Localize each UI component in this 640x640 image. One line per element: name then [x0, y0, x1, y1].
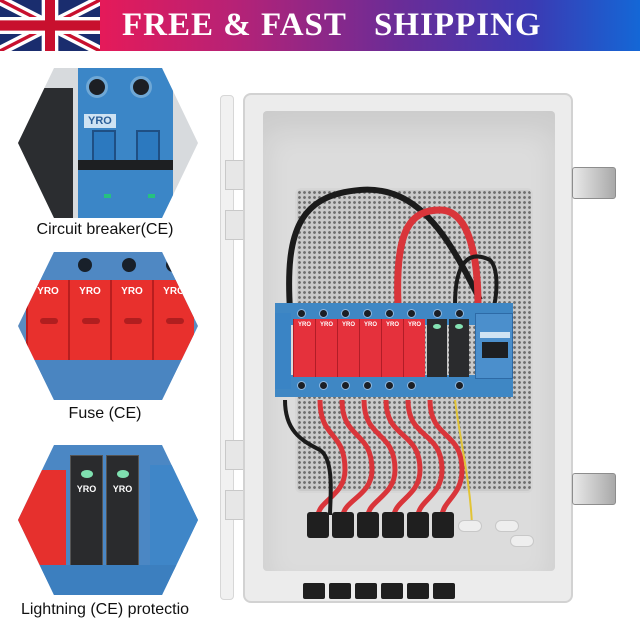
fuse-module: YRO [337, 319, 359, 377]
screw-icon [78, 258, 92, 272]
screw-icon [455, 309, 464, 318]
screw-icon [122, 258, 136, 272]
fuse-module: YRO [110, 280, 152, 360]
screw-icon [319, 309, 328, 318]
screw-icon [363, 309, 372, 318]
surge-protector-module [449, 319, 469, 377]
hinge [225, 440, 245, 470]
cable-gland [307, 512, 329, 538]
feature-label-fuse: Fuse (CE) [68, 405, 142, 422]
feature-label-lightning: Lightning (CE) protectio [20, 601, 190, 618]
surge-protector-module [427, 319, 447, 377]
cable-gland [432, 512, 454, 538]
breaker-lever [136, 130, 160, 162]
breaker-band [78, 160, 173, 170]
latch-icon [572, 473, 616, 505]
screw-icon [297, 309, 306, 318]
fuse-base-top [18, 252, 198, 282]
breaker-partial [150, 465, 198, 570]
cable-gland [357, 512, 379, 538]
din-base [18, 565, 198, 595]
fuse-base-bottom [18, 360, 198, 400]
feature-label-circuit-breaker: Circuit breaker(CE) [36, 221, 174, 238]
knockout-cap [458, 520, 482, 532]
screw-icon [363, 381, 372, 390]
banner-gradient: FREE & FAST SHIPPING [100, 0, 640, 51]
screw-icon [385, 381, 394, 390]
cable-gland [407, 512, 429, 538]
banner-text: FREE & FAST SHIPPING [122, 7, 542, 43]
surge-protector-module: YRO [106, 455, 139, 570]
fuse-module: YRO [381, 319, 403, 377]
knockout-cap [510, 535, 534, 547]
screw-icon [341, 309, 350, 318]
screw-icon [297, 381, 306, 390]
fuse-module: YRO [152, 280, 194, 360]
screw-icon [130, 76, 152, 98]
fuse-module-partial [18, 470, 66, 565]
screw-icon [407, 309, 416, 318]
mc4-connector [303, 583, 325, 599]
terminal-strip-bottom [275, 375, 513, 397]
cable-gland [332, 512, 354, 538]
knockout-cap [495, 520, 519, 532]
screw-icon [166, 258, 180, 272]
uk-flag-icon [0, 0, 100, 51]
shipping-banner: FREE & FAST SHIPPING [0, 0, 640, 51]
fuse-module: YRO [26, 280, 68, 360]
screw-icon [407, 381, 416, 390]
fuse-module: YRO [315, 319, 337, 377]
mc4-connector [329, 583, 351, 599]
screw-icon [433, 309, 442, 318]
fuse-module: YRO [68, 280, 110, 360]
circuit-breaker-image: YRO [18, 68, 198, 218]
din-rail-assembly: YRO YRO YRO YRO YRO YRO [275, 303, 513, 399]
screw-icon [455, 381, 464, 390]
fuse-image: YRO YRO YRO YRO [18, 252, 198, 400]
screw-icon [319, 381, 328, 390]
latch-icon [572, 167, 616, 199]
surge-device-partial [18, 88, 73, 218]
mc4-connector [355, 583, 377, 599]
hinge [225, 160, 245, 190]
hinge [225, 490, 245, 520]
screw-icon [86, 76, 108, 98]
mc4-connector [407, 583, 429, 599]
cable-gland [382, 512, 404, 538]
end-cap [275, 313, 291, 389]
fuse-module: YRO [403, 319, 425, 377]
screw-icon [385, 309, 394, 318]
surge-protector-image: YRO YRO [18, 445, 198, 595]
surge-protector-module: YRO [70, 455, 103, 570]
screw-icon [341, 381, 350, 390]
indicator-icon [104, 194, 111, 198]
fuse-module: YRO [293, 319, 315, 377]
breaker-lever [92, 130, 116, 162]
brand-label: YRO [84, 114, 116, 128]
mc4-connector [381, 583, 403, 599]
circuit-breaker-module [475, 313, 513, 379]
fuse-module: YRO [359, 319, 381, 377]
indicator-icon [148, 194, 155, 198]
hinge [225, 210, 245, 240]
mc4-connector [433, 583, 455, 599]
